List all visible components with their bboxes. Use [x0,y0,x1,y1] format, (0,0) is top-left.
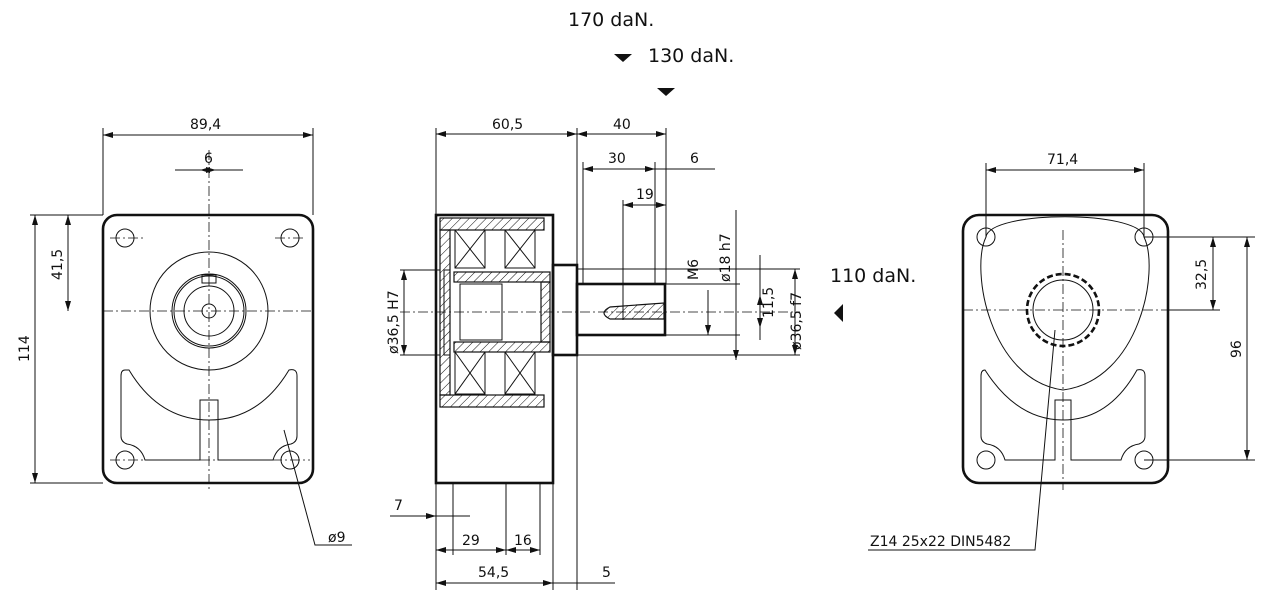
bottom-dimension-54-5: 54,5 [478,565,509,581]
bottom-dimension-5: 5 [602,565,611,581]
key-height-dimension: 11,5 [761,287,777,318]
bottom-dimension-16: 16 [514,533,532,549]
height-dimension: 114 [17,335,33,362]
key-width-dimension: 6 [204,151,213,167]
load-arrow-icon [657,88,675,96]
load-170-label: 170 daN. [568,9,654,31]
width-dimension: 89,4 [190,117,221,133]
pilot-dimension: ø36,5 f7 [789,292,805,350]
rear-center-height-dimension: 32,5 [1194,259,1210,290]
front-view [101,150,315,490]
hole-diameter-label: ø9 [328,530,345,546]
spline-label: Z14 25x22 DIN5482 [870,534,1011,550]
shaft-step-dimension: 30 [608,151,626,167]
shaft-end-dimension: 6 [690,151,699,167]
bore-dimension: ø36,5 H7 [386,290,402,354]
shaft-length-dimension: 40 [613,117,631,133]
load-110-label: 110 daN. [830,265,916,287]
load-110-arrow-icon [834,304,843,322]
rear-view-dimensions: 71,4 32,5 96 Z14 25x22 DIN5482 [868,152,1255,551]
hole-spacing-dimension: 71,4 [1047,152,1078,168]
shaft-diameter-dimension: ø18 h7 [718,233,734,282]
front-view-dimensions: 89,4 6 41,5 114 ø9 [17,117,352,546]
body-length-dimension: 60,5 [492,117,523,133]
bottom-dimension-7: 7 [394,498,403,514]
load-130-label: 130 daN. [648,45,734,67]
bottom-dimension-29: 29 [462,533,480,549]
thread-depth-dimension: 19 [636,187,654,203]
center-height-dimension: 41,5 [50,249,66,280]
rear-view [961,213,1170,490]
side-view [400,213,800,485]
hole-vertical-dimension: 96 [1229,340,1245,358]
load-130-arrow-icon [614,54,632,62]
side-view-dimensions: 60,5 40 30 6 19 ø36,5 H7 M6 ø18 h7 11,5 … [386,117,805,590]
